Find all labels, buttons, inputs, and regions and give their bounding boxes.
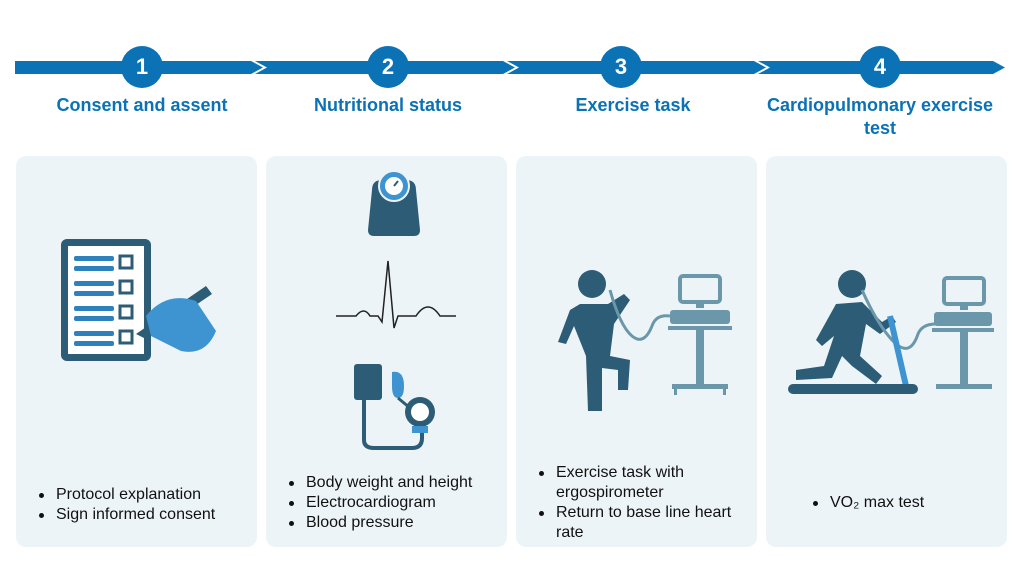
bullet-item: Body weight and height: [289, 473, 507, 493]
treadmill-runner-icon: [788, 270, 994, 394]
step-4-title: Cardiopulmonary exercise test: [766, 95, 994, 138]
step-3-number: 3: [600, 46, 642, 88]
blood-pressure-icon: [354, 364, 435, 450]
step-3-title: Exercise task: [575, 95, 691, 115]
scale-icon: [368, 170, 420, 236]
bullet-item: Sign informed consent: [39, 505, 257, 525]
step-2-panel: Body weight and height Electrocardiogram…: [266, 156, 507, 547]
step-4-number: 4: [859, 46, 901, 88]
ecg-icon: [336, 260, 456, 329]
bullet-item: VO₂ max test: [813, 493, 1007, 513]
step-2-bullets: Body weight and height Electrocardiogram…: [266, 473, 507, 533]
checklist-hand-pen-icon: [61, 239, 216, 361]
step-2-number: 2: [367, 46, 409, 88]
step-1-title: Consent and assent: [56, 95, 228, 115]
timeline-arrow: [15, 61, 1005, 74]
bullet-item: Return to base line heart rate: [539, 503, 757, 543]
person-ergospirometer-icon: [558, 270, 732, 411]
bullet-item: Blood pressure: [289, 513, 507, 533]
step-1-number: 1: [121, 46, 163, 88]
bullet-item: Exercise task with ergospirometer: [539, 463, 757, 503]
step-3-bullets: Exercise task with ergospirometer Return…: [516, 463, 757, 543]
bullet-item: Electrocardiogram: [289, 493, 507, 513]
step-4-bullets: VO₂ max test: [766, 493, 1007, 513]
step-4-panel: VO₂ max test: [766, 156, 1007, 547]
step-2-title: Nutritional status: [313, 95, 462, 115]
step-1-bullets: Protocol explanation Sign informed conse…: [16, 485, 257, 525]
bullet-item: Protocol explanation: [39, 485, 257, 505]
step-1-panel: Protocol explanation Sign informed conse…: [16, 156, 257, 547]
step-3-panel: Exercise task with ergospirometer Return…: [516, 156, 757, 547]
